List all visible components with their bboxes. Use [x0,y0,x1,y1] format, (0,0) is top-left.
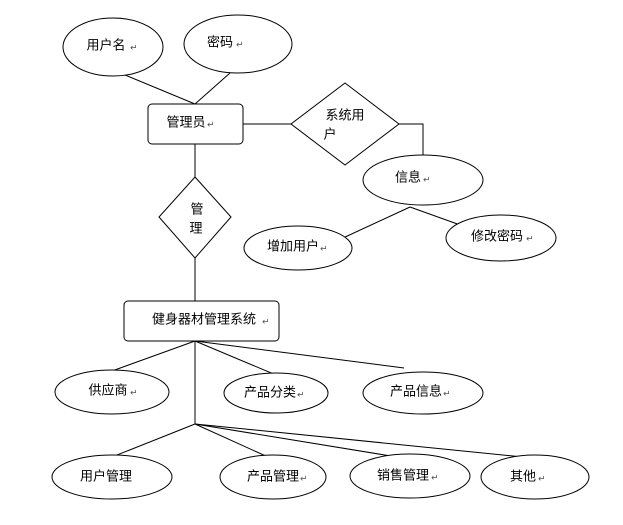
edge-systemuser-info [399,123,424,157]
attribute-other: 其他 ↵ [480,454,590,500]
attribute-supplier-label: 供应商 [88,383,127,399]
edge-info-changepwd [409,206,464,227]
edge-system-productinfo [194,340,405,369]
attribute-product-category-label: 产品分类 [244,386,296,401]
attribute-user-management-label: 用户管理 [80,469,132,485]
edge-trunk-usermgmt [111,423,196,458]
edge-trunk-productmgmt [194,423,269,458]
attribute-sales-management: 销售管理 ↵ [349,453,471,499]
paragraph-mark: ↵ [526,235,534,245]
relationship-manage-label-2: 理 [189,222,202,237]
attribute-product-management-label: 产品管理 [247,470,299,485]
entity-admin: 管理员 ↵ [147,103,244,145]
attribute-product-category: 产品分类 ↵ [223,372,329,414]
edge-trunk-salesmgmt [194,423,404,459]
attribute-password: 密码 ↵ [183,14,293,74]
attribute-user-management: 用户管理 [51,454,173,500]
paragraph-mark: ↵ [538,475,546,485]
edge-username-admin [124,74,196,105]
attribute-change-password: 修改密码 ↵ [445,214,557,262]
attribute-supplier: 供应商 ↵ [54,369,170,415]
edge-system-category [194,340,277,376]
attribute-change-password-label: 修改密码 [471,229,523,245]
attribute-product-management: 产品管理 ↵ [219,454,327,500]
paragraph-mark: ↵ [130,389,138,399]
paragraph-mark: ↵ [320,245,328,255]
paragraph-mark: ↵ [300,475,308,485]
entity-system-label: 健身器材管理系统 [152,312,256,328]
edge-password-admin [194,72,231,105]
attribute-sales-management-label: 销售管理 [377,468,429,484]
entity-system: 健身器材管理系统 ↵ [123,300,280,342]
paragraph-mark: ↵ [207,121,215,131]
attribute-info-label: 信息 [395,170,421,186]
attribute-product-info-label: 产品信息 [390,384,442,400]
relationship-system-user-label-2: 户 [323,127,336,143]
entity-admin-label: 管理员 [166,116,205,131]
paragraph-mark: ↵ [130,44,138,54]
relationship-system-user-label-1: 系统用 [325,109,364,124]
relationship-system-user: 系统用 户 [290,82,400,166]
relationship-manage-label-1: 管 [190,203,203,218]
relationship-manage: 管 理 [158,176,232,259]
attribute-password-label: 密码 [207,35,233,51]
paragraph-mark: ↵ [431,474,439,484]
attribute-add-user-label: 增加用户 [267,239,319,255]
attribute-other-label: 其他 [510,470,536,485]
paragraph-mark: ↵ [262,318,270,328]
attribute-info: 信息 ↵ [362,154,484,206]
attribute-username-label: 用户名 [86,38,125,54]
paragraph-mark: ↵ [443,390,451,400]
attribute-username: 用户名 ↵ [62,17,164,77]
attribute-product-info: 产品信息 ↵ [362,371,484,415]
paragraph-mark: ↵ [423,176,431,186]
edge-trunk-other [194,423,534,459]
attribute-add-user: 增加用户 ↵ [243,225,353,271]
paragraph-mark: ↵ [297,391,305,401]
connectors [111,72,534,459]
edge-system-supplier [111,340,196,372]
paragraph-mark: ↵ [236,41,244,51]
